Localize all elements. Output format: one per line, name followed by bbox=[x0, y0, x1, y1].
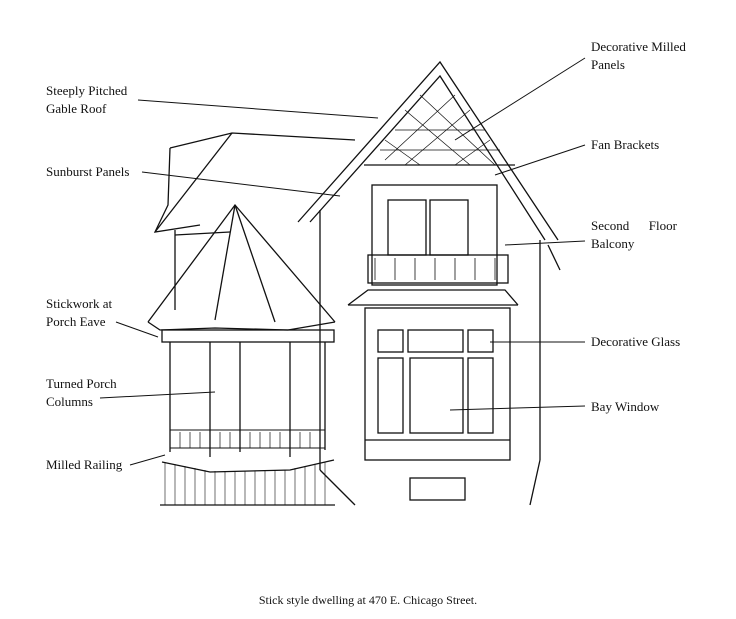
foundation-vent bbox=[409, 477, 466, 501]
leader-line-stickwork bbox=[115, 321, 159, 338]
second-floor-window bbox=[387, 199, 427, 256]
label-line: Porch Eave bbox=[46, 314, 106, 329]
bay-window-pane bbox=[467, 357, 494, 434]
porch-railing bbox=[170, 429, 325, 449]
second-floor-window bbox=[429, 199, 469, 256]
label-stickwork: Stickwork at Porch Eave bbox=[46, 295, 112, 331]
label-line: Balcony bbox=[591, 236, 635, 251]
label-line: Stickwork at bbox=[46, 296, 113, 311]
leader-line-milled-panels bbox=[454, 57, 586, 141]
decorative-glass-pane bbox=[377, 329, 404, 353]
label-glass: Decorative Glass bbox=[591, 334, 681, 349]
porch-eave-stickwork bbox=[161, 329, 335, 343]
label-fan-brackets: Fan Brackets bbox=[591, 137, 660, 152]
main-gable bbox=[297, 60, 561, 470]
bay-window-pane bbox=[377, 357, 404, 434]
label-gable-roof: Steeply Pitched Gable Roof bbox=[46, 82, 127, 118]
label-line: Columns bbox=[46, 394, 93, 409]
label-railing: Milled Railing bbox=[46, 457, 123, 472]
porch-columns bbox=[169, 342, 326, 457]
label-line: Turned Porch bbox=[46, 376, 117, 391]
label-milled-panels: Decorative Milled Panels bbox=[591, 38, 686, 74]
label-line: Second Floor bbox=[591, 218, 677, 233]
label-bay-window: Bay Window bbox=[591, 399, 660, 414]
label-line: Decorative Milled bbox=[591, 39, 686, 54]
label-line: Gable Roof bbox=[46, 101, 107, 116]
label-line: Panels bbox=[591, 57, 625, 72]
decorative-glass-pane bbox=[467, 329, 494, 353]
leader-lines bbox=[99, 57, 586, 466]
porch-turret bbox=[147, 203, 336, 506]
bay-window bbox=[319, 289, 541, 506]
milled-panel-lattice bbox=[384, 94, 496, 166]
label-columns: Turned Porch Columns bbox=[46, 375, 117, 411]
leader-line-gable-roof bbox=[137, 99, 379, 119]
leader-line-balcony bbox=[504, 240, 586, 246]
leader-line-railing bbox=[129, 454, 166, 466]
bay-window-pane bbox=[409, 357, 464, 434]
label-line: Steeply Pitched bbox=[46, 83, 128, 98]
leader-line-fan-brackets bbox=[494, 144, 586, 176]
label-sunburst: Sunburst Panels bbox=[46, 164, 130, 179]
figure-caption: Stick style dwelling at 470 E. Chicago S… bbox=[258, 593, 478, 607]
back-roof bbox=[153, 132, 356, 310]
leader-line-sunburst bbox=[141, 171, 341, 197]
decorative-glass-pane bbox=[407, 329, 464, 353]
leader-line-bay-window bbox=[449, 405, 586, 411]
label-balcony: Second Floor Balcony bbox=[591, 217, 677, 253]
leader-line-columns bbox=[99, 391, 216, 399]
balcony-railing bbox=[367, 254, 509, 284]
